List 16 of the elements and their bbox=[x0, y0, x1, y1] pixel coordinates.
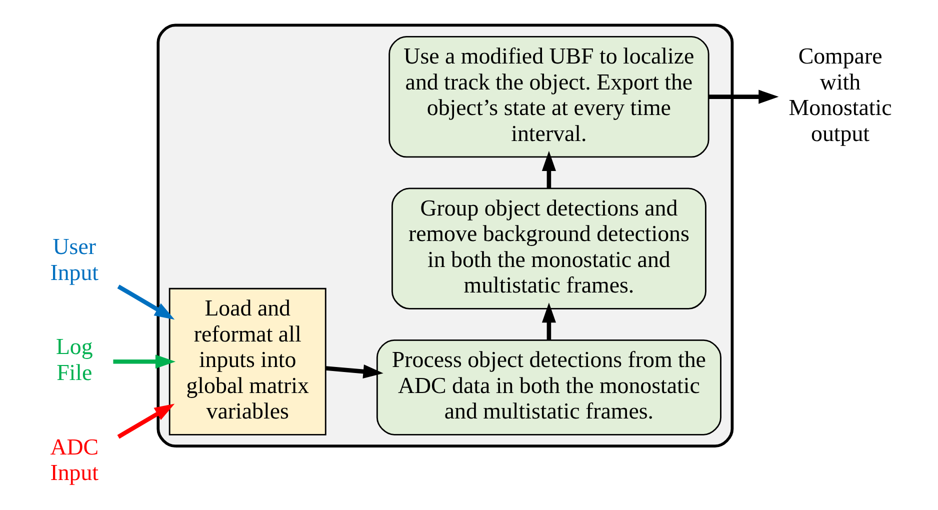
arrow bbox=[116, 404, 174, 439]
cluster bbox=[156, 24, 734, 448]
node-text: Log File bbox=[55, 334, 92, 385]
arrow bbox=[708, 90, 778, 104]
arrow bbox=[116, 284, 174, 320]
node-text: Compare with Monostatic output bbox=[788, 44, 892, 146]
arrow bbox=[541, 150, 556, 188]
node-text: User Input bbox=[50, 234, 98, 285]
node-box: Group object detections and remove background detections in both the monostatic and multistatic frames. bbox=[390, 188, 706, 310]
arrow bbox=[112, 354, 176, 369]
node-box: Process object detections from the ADC data in both the monostatic and multistatic frames. bbox=[376, 339, 721, 436]
arrow bbox=[541, 302, 556, 340]
node-text: ADC Input bbox=[50, 434, 98, 486]
arrow bbox=[325, 364, 383, 379]
node-box: Use a modified UBF to localize and track the object. Export the object’s state at every time interval. bbox=[388, 36, 709, 158]
node-box: Load and reformat all inputs into global matrix variables bbox=[168, 288, 326, 436]
